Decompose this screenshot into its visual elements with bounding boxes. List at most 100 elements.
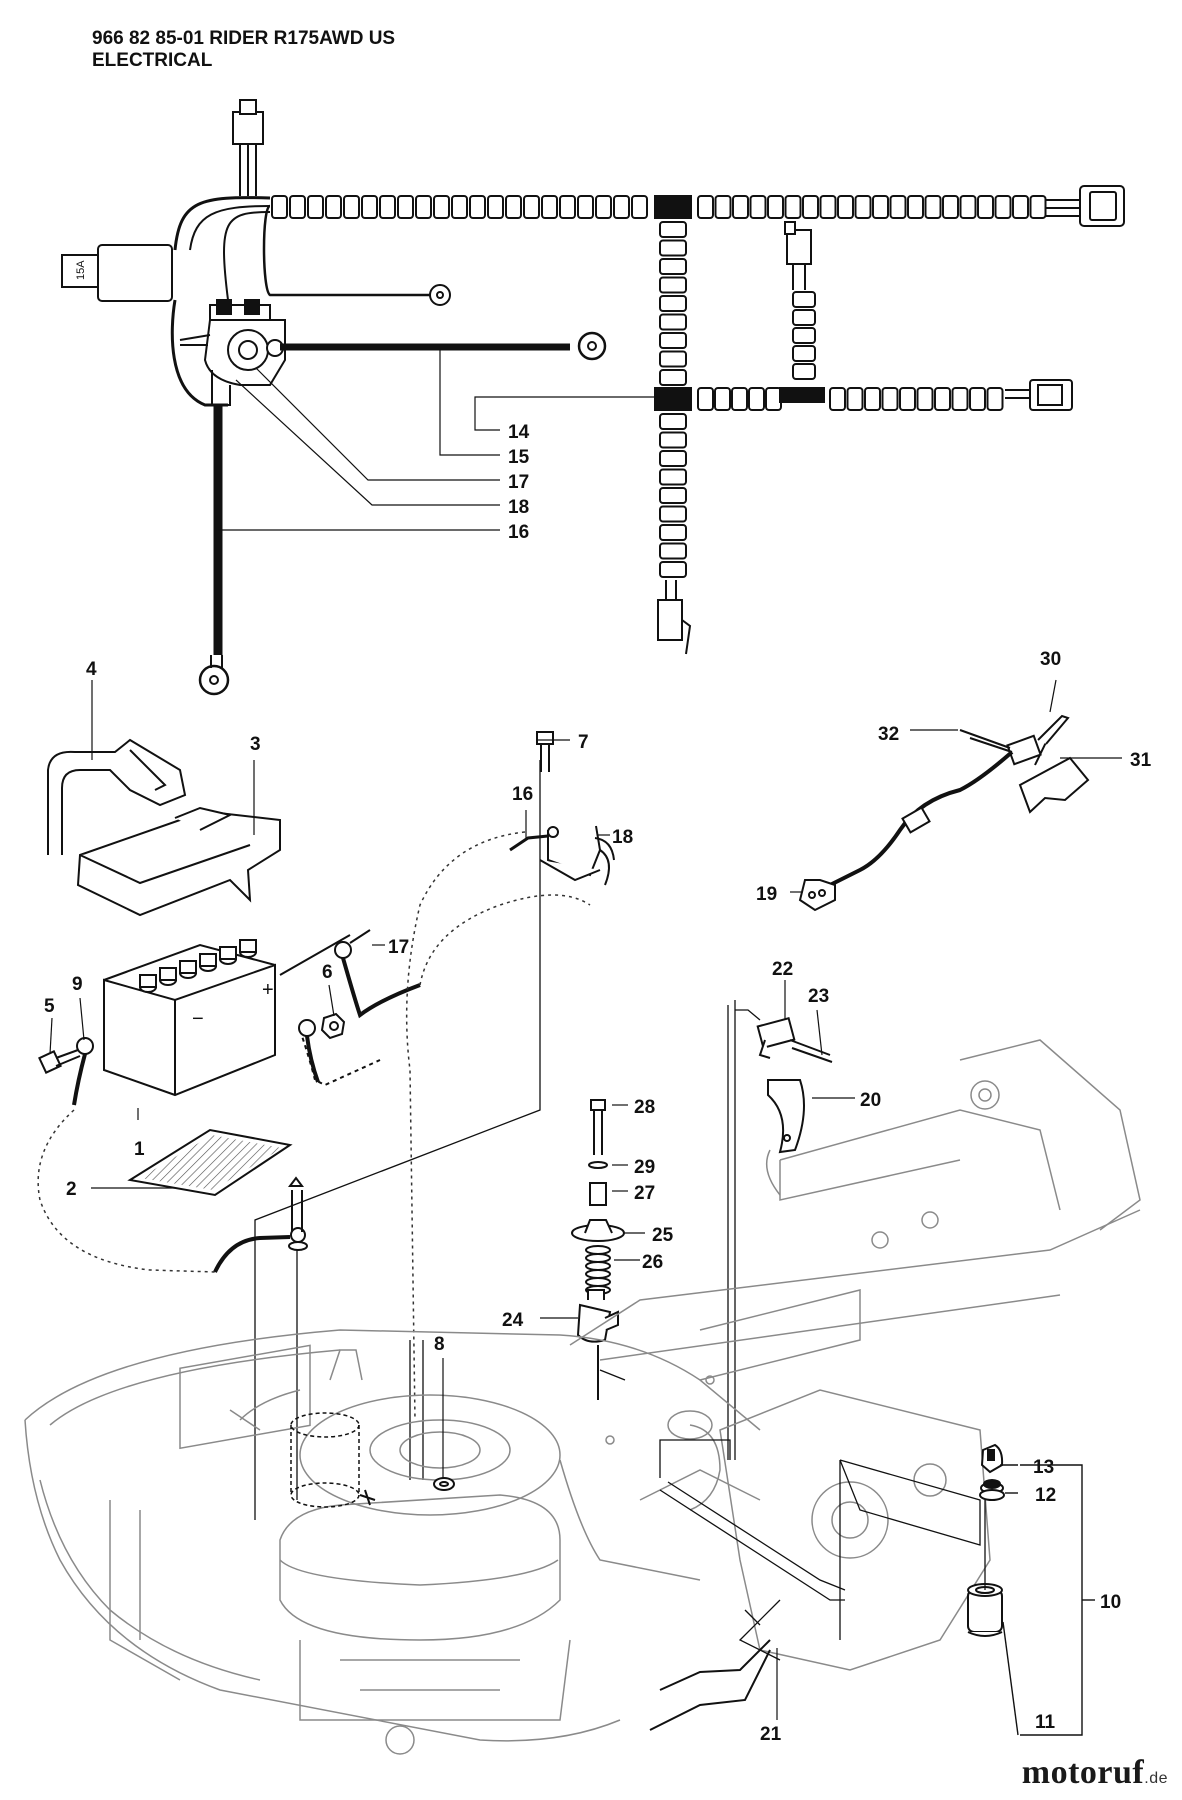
- callout-19: 19: [756, 884, 777, 905]
- callout-17: 17: [388, 937, 409, 958]
- harness-bead: [951, 387, 969, 411]
- harness-bead: [732, 195, 749, 219]
- callout-29: 29: [634, 1157, 655, 1178]
- harness-bead: [541, 195, 558, 219]
- battery-cell-body: [139, 974, 157, 988]
- harness-bead: [792, 327, 816, 344]
- mounting-clip: [767, 1079, 805, 1154]
- harness-junction-lower: [654, 387, 692, 411]
- leader-lines-top: [218, 349, 660, 531]
- callout-32: 32: [878, 724, 899, 745]
- harness-bead: [977, 195, 994, 219]
- battery-cover: [76, 806, 281, 917]
- harness-bead: [659, 369, 687, 386]
- harness-bead: [864, 387, 881, 411]
- harness-bead: [379, 195, 396, 219]
- callout-15: 15: [508, 447, 530, 468]
- harness-bead: [559, 195, 576, 219]
- callout-18: 18: [612, 827, 633, 848]
- solenoid-bolt: [536, 731, 554, 772]
- callout-17: 17: [508, 472, 529, 493]
- callout-31: 31: [1130, 750, 1152, 771]
- fuse-holder: 15A: [61, 244, 173, 302]
- harness-lower-branch: [697, 387, 1004, 411]
- harness-bead: [659, 221, 687, 238]
- callout-30: 30: [1040, 649, 1061, 670]
- callout-21: 21: [760, 1724, 782, 1745]
- harness-bead: [792, 345, 816, 362]
- dashed-routes: [37, 831, 591, 1421]
- harness-bead: [659, 413, 687, 430]
- part-number-title: 966 82 85-01 RIDER R175AWD US: [92, 28, 396, 49]
- callout-18: 18: [508, 497, 529, 518]
- battery-negative-mark: −: [192, 1008, 204, 1030]
- battery-cell-body: [219, 946, 237, 960]
- connector-right: [1045, 185, 1125, 227]
- harness-bead: [916, 387, 934, 411]
- harness-bead: [792, 363, 816, 380]
- diagram-header: 966 82 85-01 RIDER R175AWD US ELECTRICAL: [92, 28, 395, 72]
- assembly-lines: [254, 760, 541, 1520]
- harness-bead: [697, 195, 714, 219]
- callout-1: 1: [134, 1139, 145, 1160]
- harness-bead: [959, 195, 977, 219]
- negative-terminal-bolt: [38, 1037, 94, 1106]
- harness-bead: [433, 195, 450, 219]
- switch-bracket-lines: [839, 1459, 986, 1640]
- callout-9: 9: [72, 974, 83, 995]
- harness-bead: [819, 195, 837, 219]
- harness-bead: [846, 387, 864, 411]
- harness-small-branch: [792, 291, 816, 380]
- solenoid-mounted: [539, 825, 615, 886]
- callout-16: 16: [512, 784, 533, 805]
- callout-3: 3: [250, 734, 261, 755]
- harness-bead: [343, 195, 360, 219]
- plunger-switch-stack: [571, 1099, 625, 1400]
- harness-junction: [654, 195, 692, 219]
- spring-coil: [585, 1261, 611, 1271]
- harness-bead: [881, 387, 899, 411]
- callout-6: 6: [322, 962, 333, 983]
- harness-bead: [942, 195, 959, 219]
- harness-bead: [748, 387, 765, 411]
- harness-bead: [714, 387, 731, 411]
- harness-bead: [397, 195, 414, 219]
- harness-bead: [659, 313, 687, 331]
- harness-bead: [969, 387, 986, 411]
- section-title: ELECTRICAL: [92, 50, 213, 71]
- harness-bead: [659, 239, 687, 257]
- harness-bead: [659, 332, 687, 349]
- fuse-rating-text: 15A: [75, 260, 87, 280]
- positive-cable: [279, 929, 421, 1019]
- harness-vertical-branch: [659, 221, 687, 578]
- spring-coil: [585, 1277, 611, 1287]
- harness-bead: [1029, 195, 1047, 219]
- switch-lines: [727, 1000, 761, 1460]
- harness-bead: [792, 309, 816, 326]
- cable-16-lower: [509, 834, 549, 852]
- harness-bead: [659, 505, 687, 523]
- callout-24: 24: [502, 1310, 524, 1331]
- spring-coil: [585, 1253, 611, 1263]
- harness-bead: [934, 387, 951, 411]
- terminal-nut: [320, 1012, 346, 1040]
- harness-bead: [469, 195, 486, 219]
- harness-bead: [451, 195, 468, 219]
- harness-bead: [889, 195, 907, 219]
- callout-8: 8: [434, 1334, 445, 1355]
- harness-bead: [1012, 195, 1029, 219]
- harness-bead: [659, 468, 687, 486]
- bracket-10: [1000, 1464, 1095, 1736]
- harness-bead: [899, 387, 916, 411]
- harness-bead: [784, 195, 802, 219]
- harness-bead: [659, 487, 687, 504]
- connector-top-left: [232, 99, 264, 196]
- battery-cell-body: [179, 960, 197, 974]
- harness-bead: [697, 387, 714, 411]
- harness-bead: [749, 195, 767, 219]
- callout-22: 22: [772, 959, 793, 980]
- ignition-key: [980, 1443, 1004, 1474]
- callout-26: 26: [642, 1252, 663, 1273]
- harness-bead: [714, 195, 732, 219]
